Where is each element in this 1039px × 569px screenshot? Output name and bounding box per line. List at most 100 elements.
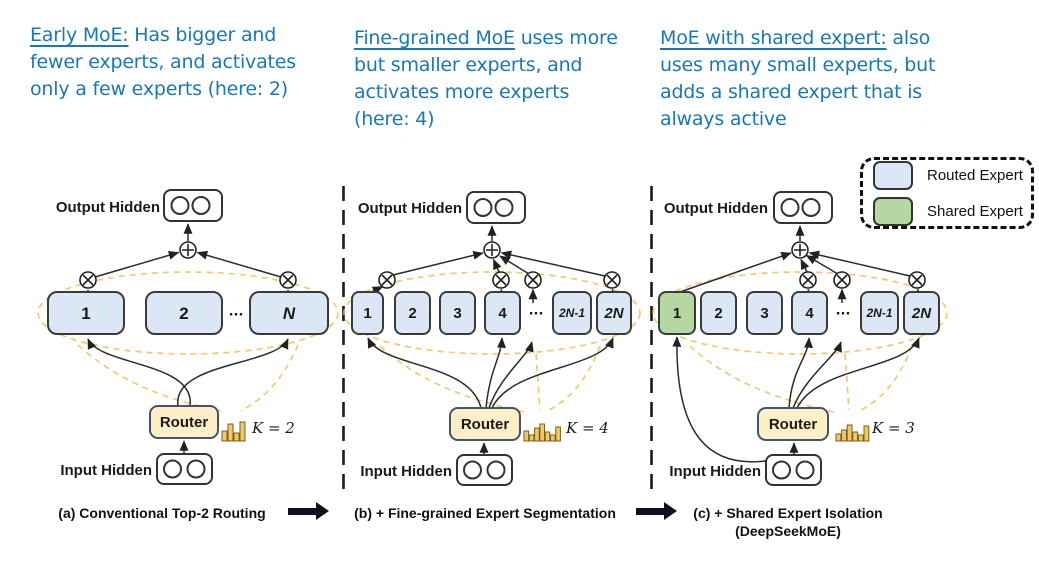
top-k-label: K = 3 [871, 419, 915, 437]
multiply-icon [833, 271, 851, 289]
router-label: Router [461, 416, 509, 433]
input-hidden-label: Input Hidden [360, 463, 452, 480]
expert-box-4 [791, 291, 828, 335]
output-hidden-tokens [773, 191, 833, 224]
shared-expert-swatch-icon [873, 196, 913, 226]
caption-b: (b) + Fine-grained Expert Segmentation [354, 505, 616, 521]
annotation-early-moe: Early MoE: Has bigger and fewer experts,… [30, 22, 298, 103]
expert-box-2N [596, 291, 632, 335]
transition-arrow-icon [636, 502, 677, 520]
expert-label: 4 [805, 305, 814, 322]
router-scores-histogram-icon [523, 423, 561, 442]
router-label: Router [769, 416, 817, 433]
output-hidden-label: Output Hidden [664, 200, 768, 217]
expert-label: 2N [603, 305, 624, 322]
expert-label: 2 [714, 305, 722, 322]
expert-label: 2N-1 [558, 306, 585, 320]
router-box [449, 407, 521, 441]
annotation-early-moe-title: Early MoE: [30, 24, 129, 46]
transition-arrow-icon [288, 502, 329, 520]
multiply-icon [79, 271, 97, 289]
router-label: Router [160, 414, 208, 431]
multiply-icon [799, 271, 817, 289]
annotation-shared-expert-moe-body: also uses many small experts, but adds a… [660, 27, 936, 130]
expert-label: 3 [453, 305, 461, 322]
expert-box-3 [746, 291, 783, 335]
router-box [149, 405, 219, 439]
output-hidden-label: Output Hidden [358, 200, 462, 217]
expert-box-1 [47, 291, 125, 335]
annotation-shared-expert-moe: MoE with shared expert: also uses many s… [660, 25, 972, 133]
expert-label: 1 [81, 304, 90, 323]
legend-label-shared: Shared Expert [927, 202, 1023, 220]
output-hidden-label: Output Hidden [56, 199, 160, 216]
legend-row-shared: Shared Expert [873, 196, 1023, 226]
expert-box-2 [394, 291, 431, 335]
annotation-fine-grained-moe-title: Fine-grained MoE [354, 27, 515, 49]
input-hidden-tokens [156, 453, 213, 485]
sum-icon [483, 241, 501, 259]
wires [367, 225, 620, 455]
expert-label: 2N-1 [865, 306, 892, 320]
top-k-label: K = 2 [251, 419, 295, 437]
input-hidden-label: Input Hidden [60, 462, 152, 479]
wires [672, 225, 925, 463]
output-hidden-tokens [466, 191, 526, 224]
top-k-label: K = 4 [565, 419, 609, 437]
input-hidden-tokens [456, 454, 513, 486]
expert-label: 1 [363, 305, 371, 322]
caption-c: (c) + Shared Expert Isolation (DeepSeekM… [680, 504, 896, 540]
legend: Routed Expert Shared Expert [860, 157, 1034, 229]
legend-label-routed: Routed Expert [927, 166, 1023, 184]
expert-box-3 [439, 291, 476, 335]
input-hidden-tokens [765, 454, 822, 486]
multiply-icon [603, 271, 621, 289]
output-hidden-tokens [163, 189, 223, 222]
expert-box-2N-1 [552, 291, 592, 335]
annotation-shared-expert-moe-title: MoE with shared expert: [660, 27, 887, 49]
expert-box-2 [145, 291, 223, 335]
expert-box-1 [351, 291, 384, 335]
expert-label: 2 [179, 304, 188, 323]
sum-icon [791, 241, 809, 259]
ellipsis-dots: ··· [836, 307, 851, 322]
highlight-funnel [379, 345, 601, 413]
active-experts-highlight-ellipse [343, 271, 641, 355]
multiply-icon [378, 271, 396, 289]
panel-a: Output Hidden [37, 189, 339, 485]
expert-label: N [283, 304, 296, 323]
expert-label: 1 [673, 305, 681, 322]
expert-label: 2N [911, 305, 932, 322]
expert-box-4 [484, 291, 521, 335]
input-hidden-label: Input Hidden [669, 463, 761, 480]
expert-label: 2 [408, 305, 416, 322]
ellipsis-dots: ··· [229, 308, 244, 323]
shared-expert-box-1 [658, 291, 696, 335]
panel-c: Output Hidden [652, 191, 948, 486]
expert-box-N [249, 291, 329, 335]
annotation-fine-grained-moe-body: uses more but smaller experts, and activ… [354, 27, 618, 130]
expert-label: 4 [498, 305, 507, 322]
annotation-fine-grained-moe: Fine-grained MoE uses more but smaller e… [354, 25, 626, 133]
expert-box-2N-1 [860, 291, 899, 335]
router-box [757, 407, 829, 441]
caption-a: (a) Conventional Top-2 Routing [58, 505, 266, 521]
active-experts-highlight-ellipse [37, 271, 339, 355]
routed-expert-swatch-icon [873, 160, 913, 190]
expert-box-2N [903, 291, 940, 335]
annotation-early-moe-body: Has bigger and fewer experts, and activa… [30, 24, 296, 100]
multiply-icon [279, 271, 297, 289]
legend-row-routed: Routed Expert [873, 160, 1023, 190]
multiply-icon [524, 271, 542, 289]
expert-label: 3 [760, 305, 768, 322]
sum-icon [179, 241, 197, 259]
router-scores-histogram-icon [835, 424, 870, 442]
ellipsis-dots: ··· [529, 307, 544, 322]
expert-box-2 [700, 291, 737, 335]
active-experts-highlight-ellipse [652, 271, 948, 355]
caption-c-line2: (DeepSeekMoE) [735, 523, 841, 539]
multiply-icon [492, 271, 510, 289]
multiply-icon [908, 271, 926, 289]
